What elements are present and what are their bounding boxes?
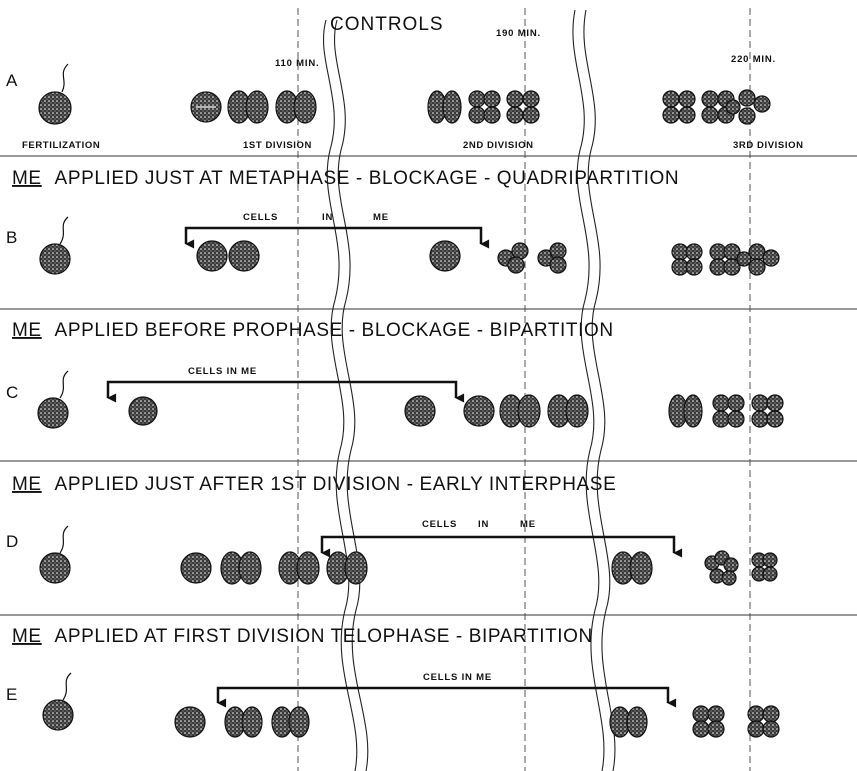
- quadripartition-cell: [498, 243, 528, 273]
- row-d-bracket-label-me: ME: [520, 519, 536, 530]
- egg: [43, 673, 73, 730]
- egg: [38, 371, 68, 428]
- row-e-bracket-label: CELLS IN ME: [423, 672, 492, 683]
- egg: [40, 526, 70, 583]
- quadripartition-cell: [538, 243, 566, 273]
- row-c-bracket-label: CELLS IN ME: [188, 366, 257, 377]
- eight-cell-stage: [663, 91, 695, 123]
- row-b-bracket-label-cells: CELLS: [243, 212, 278, 223]
- row-c-cells: [38, 371, 783, 428]
- row-c-heading: ME APPLIED BEFORE PROPHASE - BLOCKAGE - …: [12, 320, 614, 341]
- row-separators: [0, 156, 857, 615]
- caption-3rd-division: 3RD DIVISION: [733, 140, 804, 151]
- two-cell-stage: [276, 91, 316, 123]
- metaphase-cell: [191, 92, 221, 122]
- row-e-treatment-bracket: [218, 688, 668, 703]
- time-label-190: 190 MIN.: [496, 28, 541, 39]
- row-e-heading: ME APPLIED AT FIRST DIVISION TELOPHASE -…: [12, 626, 593, 647]
- egg: [40, 217, 70, 274]
- time-break-lines: [324, 10, 615, 771]
- row-label-d: D: [6, 532, 18, 551]
- time-label-220: 220 MIN.: [731, 54, 776, 65]
- four-cell-stage: [469, 91, 500, 123]
- egg-with-sperm: [39, 64, 71, 124]
- four-cell-stage: [507, 91, 539, 123]
- row-b-bracket-label-in: IN: [322, 212, 333, 223]
- row-d-bracket-label-cells: CELLS: [422, 519, 457, 530]
- row-b-heading: ME APPLIED JUST AT METAPHASE - BLOCKAGE …: [12, 168, 679, 189]
- row-b-treatment-bracket: [186, 228, 481, 244]
- row-b-cells: [40, 217, 779, 275]
- row-e-cells: [43, 673, 779, 737]
- caption-fertilization: FERTILIZATION: [22, 140, 100, 151]
- row-b-bracket-label-me: ME: [373, 212, 389, 223]
- caption-2nd-division: 2ND DIVISION: [463, 140, 534, 151]
- row-label-a: A: [6, 71, 18, 90]
- row-label-e: E: [6, 685, 17, 704]
- row-a-cells: [39, 64, 770, 124]
- two-cell-stage: [228, 91, 268, 123]
- row-label-c: C: [6, 383, 18, 402]
- four-cell-stage: [428, 91, 461, 123]
- row-d-bracket-label-in: IN: [478, 519, 489, 530]
- row-d-treatment-bracket: [322, 537, 674, 553]
- row-label-b: B: [6, 228, 17, 247]
- row-c-treatment-bracket: [108, 382, 456, 398]
- row-d-heading: ME APPLIED JUST AFTER 1ST DIVISION - EAR…: [12, 474, 616, 495]
- row-d-cells: [40, 526, 777, 585]
- time-guide-lines: [298, 8, 750, 771]
- time-label-110: 110 MIN.: [275, 58, 319, 69]
- figure-title: CONTROLS: [330, 14, 444, 35]
- caption-1st-division: 1ST DIVISION: [243, 140, 312, 151]
